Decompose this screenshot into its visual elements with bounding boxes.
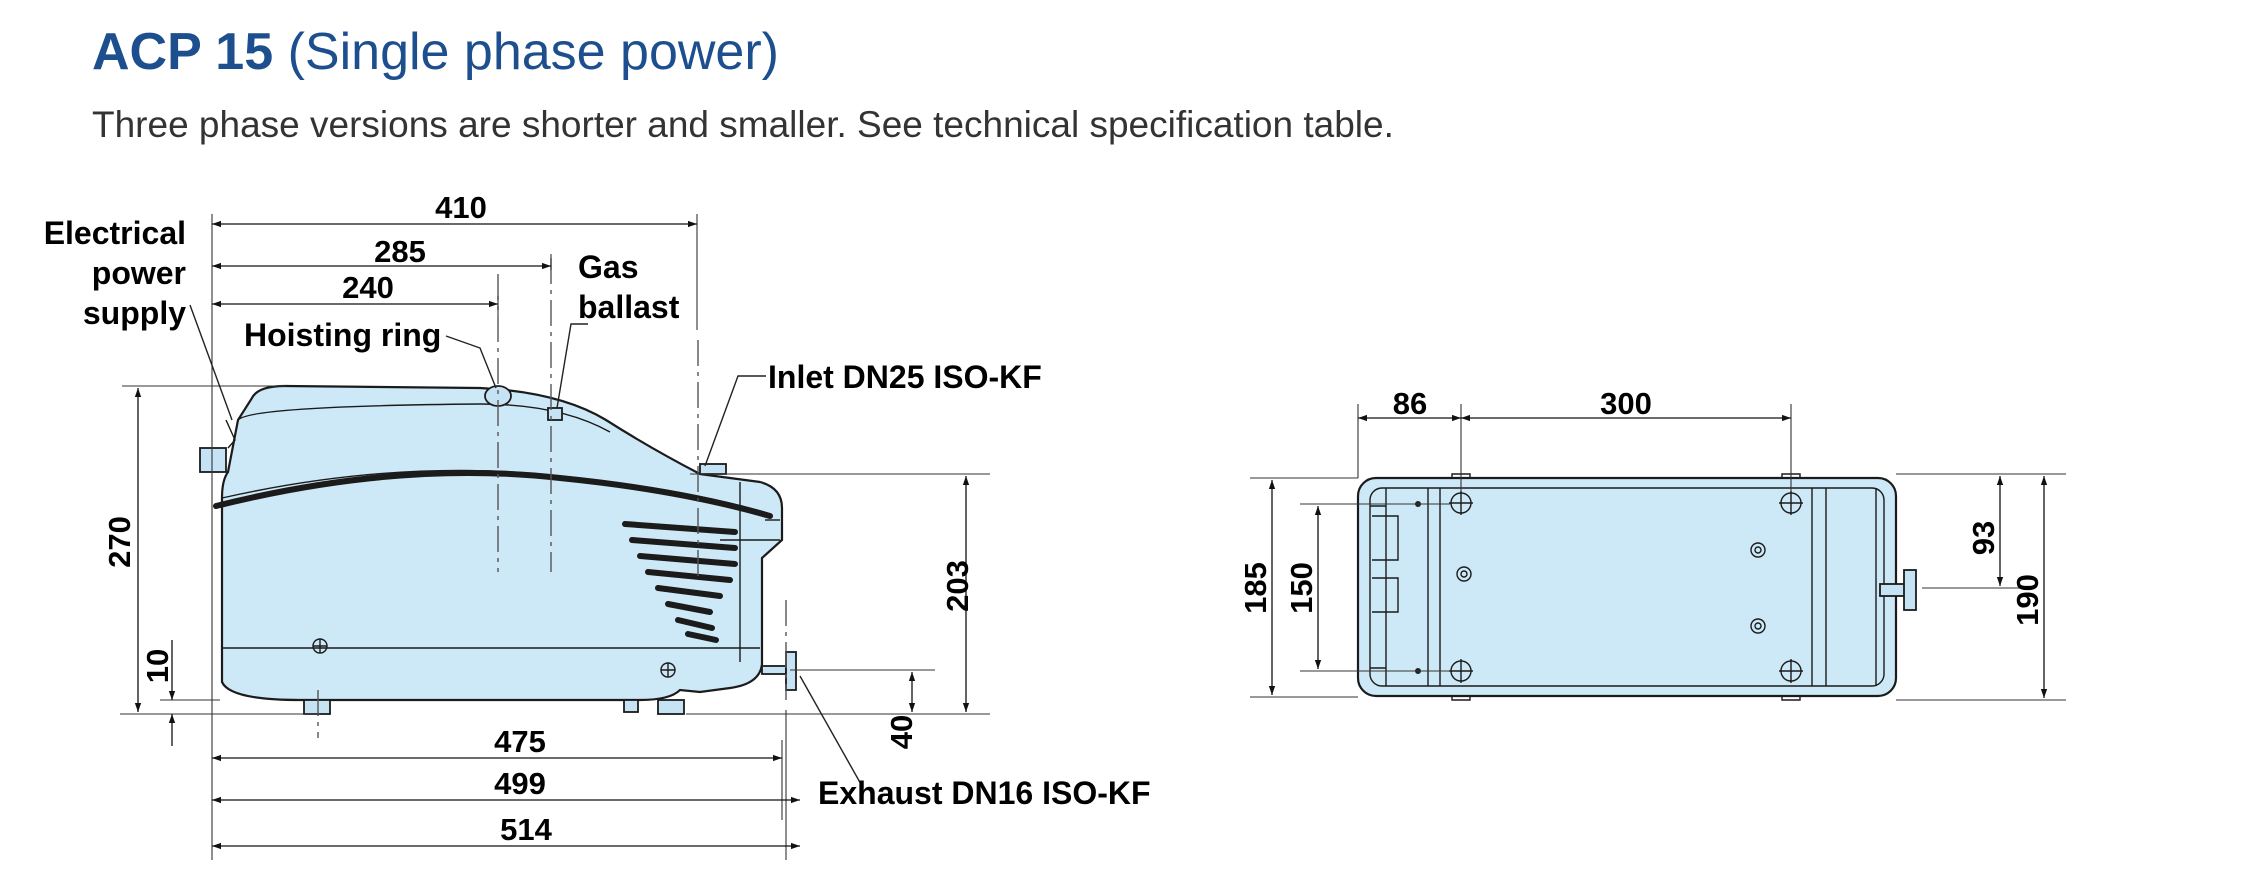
pump-top-body — [1356, 473, 1917, 701]
dim-285: 285 — [374, 234, 426, 269]
dim-514: 514 — [500, 812, 552, 847]
subtitle-note: Three phase versions are shorter and sma… — [92, 104, 1394, 145]
dim-86: 86 — [1393, 386, 1427, 421]
inlet-leader — [704, 375, 766, 467]
exhaust-pipe — [761, 665, 787, 675]
top-view: 86 300 185 150 93 190 — [1238, 386, 2066, 701]
dim-185: 185 — [1238, 562, 1273, 614]
dim-10: 10 — [140, 649, 175, 683]
dim-190: 190 — [2010, 574, 2045, 626]
gas-label-line1: Gas — [578, 249, 638, 285]
inlet-flange — [699, 463, 727, 475]
foot-left — [303, 699, 331, 715]
dim-240: 240 — [342, 270, 394, 305]
foot-right — [657, 699, 685, 715]
dim-499: 499 — [494, 766, 546, 801]
side-view: Electrical power supply Hoisting ring Ga… — [44, 190, 1151, 860]
exhaust-label: Exhaust DN16 ISO-KF — [818, 775, 1151, 811]
power-label-line3: supply — [83, 295, 186, 331]
model-name: ACP 15 — [92, 23, 274, 81]
top-exhaust-flange — [1903, 569, 1917, 611]
exhaust-flange — [785, 651, 797, 691]
gas-ballast-knob — [547, 407, 563, 421]
dim-203: 203 — [940, 560, 975, 612]
hoisting-leader — [445, 335, 497, 389]
top-exhaust-pipe — [1879, 583, 1907, 597]
dim-93: 93 — [1966, 521, 2001, 555]
exhaust-leader — [799, 675, 863, 787]
page-title: ACP 15 (Single phase power) — [92, 22, 779, 82]
power-leader — [189, 304, 233, 421]
foot-mid — [623, 699, 639, 713]
power-connector — [199, 447, 227, 473]
power-label-line2: power — [92, 255, 186, 291]
power-label-line1: Electrical — [44, 215, 186, 251]
dim-410: 410 — [435, 190, 487, 225]
dim-40: 40 — [884, 715, 919, 749]
hoisting-label: Hoisting ring — [244, 317, 441, 353]
inlet-label: Inlet DN25 ISO-KF — [768, 359, 1042, 395]
model-variant: (Single phase power) — [287, 23, 779, 81]
gas-label-line2: ballast — [578, 289, 680, 325]
dim-270: 270 — [102, 516, 137, 568]
dim-475: 475 — [494, 724, 546, 759]
gas-leader — [556, 323, 588, 409]
dim-300: 300 — [1600, 386, 1652, 421]
dim-150: 150 — [1284, 562, 1319, 614]
